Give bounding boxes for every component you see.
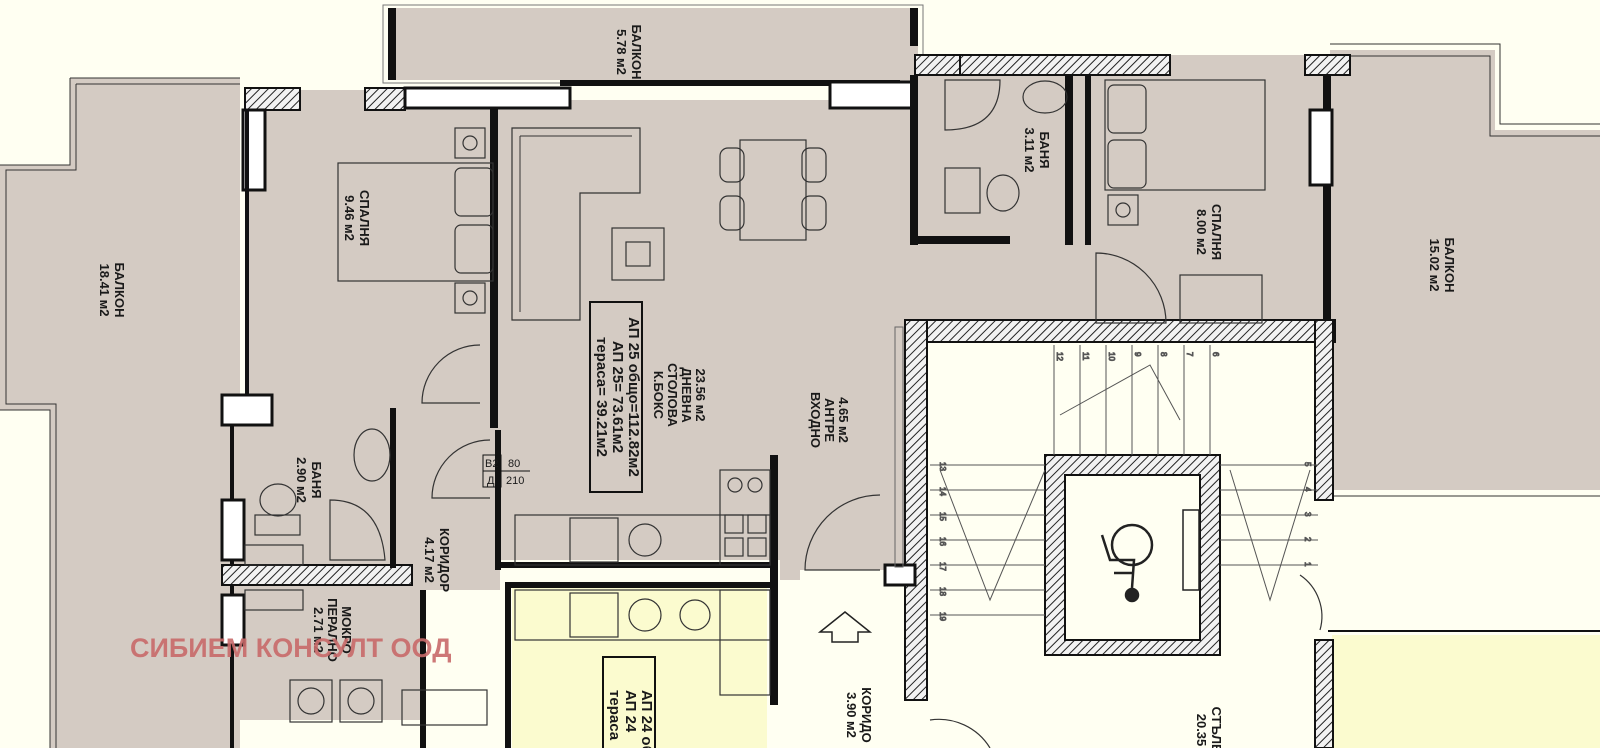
door-tag: В2 80 Д 210 bbox=[482, 454, 530, 488]
label-balcony-left: БАЛКОН 18.41 м2 bbox=[97, 263, 127, 318]
stair-step-number: 5 bbox=[1303, 462, 1312, 467]
label-balcony-top: БАЛКОН 5.78 м2 bbox=[614, 25, 644, 80]
label-living: К.БОКС СТОЛОВА ДНЕВНА 23.56 м2 bbox=[651, 363, 708, 427]
balcony-neighbor-bottom-right bbox=[1328, 630, 1600, 748]
label-entrance: ВХОДНО АНТРЕ 4.65 м2 bbox=[808, 392, 851, 448]
door-tag-code2: Д bbox=[487, 475, 495, 487]
laundry-line2: ПЕРАЛНО bbox=[325, 598, 340, 662]
balcony-top bbox=[382, 4, 924, 84]
label-bedroom-right: СПАЛНЯ 8.00 м2 bbox=[1194, 204, 1224, 260]
living-line1: К.БОКС bbox=[651, 371, 666, 420]
balcony-left bbox=[0, 77, 240, 748]
bathroom-left-area: 2.90 м2 bbox=[294, 457, 309, 503]
door-tag-dim2: 210 bbox=[506, 475, 524, 487]
corridor-bottom-area: 3.90 м2 bbox=[844, 692, 859, 738]
stair-step-number: 18 bbox=[938, 587, 947, 596]
label-corridor-bottom: КОРИДО 3.90 м2 bbox=[844, 687, 874, 742]
stair-step-number: 8 bbox=[1159, 352, 1168, 357]
apartment-25-summary: АП 25 общо=112.82м2 АП 25= 73.61м2 терас… bbox=[589, 301, 643, 493]
label-corridor: КОРИДОР 4.17 м2 bbox=[422, 528, 452, 592]
stair-step-number: 11 bbox=[1081, 352, 1090, 361]
label-balcony-right: БАЛКОН 15.02 м2 bbox=[1427, 238, 1457, 293]
stairwell-name: СТЪЛБ bbox=[1209, 707, 1224, 748]
stair-step-number: 2 bbox=[1303, 537, 1312, 542]
stair-direction-line bbox=[1059, 364, 1181, 421]
laundry-area: 2.71 м2 bbox=[311, 607, 326, 653]
entrance-line2: АНТРЕ bbox=[822, 398, 837, 442]
living-line3: ДНЕВНА bbox=[679, 367, 694, 423]
bathroom-top-area: 3.11 м2 bbox=[1022, 127, 1037, 172]
wheelchair-icon bbox=[1100, 523, 1154, 603]
stair-step-number: 4 bbox=[1303, 487, 1312, 492]
stairs: 6 7 8 9 10 11 12 13 14 15 16 17 18 19 5 4 3 2 1 bbox=[930, 345, 1318, 622]
entrance-area: 4.65 м2 bbox=[836, 397, 851, 443]
stair-direction-line bbox=[939, 469, 1046, 602]
stair-step-number: 19 bbox=[938, 612, 947, 621]
door-tag-dim1: 80 bbox=[508, 458, 520, 470]
corridor-bottom-name: КОРИДО bbox=[859, 687, 874, 742]
doors bbox=[421, 252, 1323, 748]
stair-step-number: 13 bbox=[938, 462, 947, 471]
corridor-name: КОРИДОР bbox=[437, 528, 452, 592]
balcony-top-area: 5.78 м2 bbox=[614, 29, 629, 75]
entry-arrow-icon bbox=[817, 611, 873, 643]
apartment-24-summary: АП 24 общо АП 24 тераса bbox=[602, 656, 656, 748]
stair-step-number: 17 bbox=[938, 562, 947, 571]
corridor-area: 4.17 м2 bbox=[422, 537, 437, 583]
balcony-right bbox=[1330, 43, 1600, 497]
stair-step-number: 16 bbox=[938, 537, 947, 546]
apartment-25-terrace: тераса= 39.21м2 bbox=[593, 337, 610, 457]
bathroom-top-name: БАНЯ bbox=[1037, 132, 1052, 169]
balcony-right-name: БАЛКОН bbox=[1442, 238, 1457, 293]
balcony-left-name: БАЛКОН bbox=[112, 263, 127, 318]
stair-step-number: 10 bbox=[1107, 352, 1116, 361]
apartment-24-area: АП 24 bbox=[622, 690, 639, 733]
label-bathroom-top: БАНЯ 3.11 м2 bbox=[1022, 127, 1052, 172]
apartment-24-total: АП 24 общо bbox=[638, 690, 655, 748]
label-bedroom-left: СПАЛНЯ 9.46 м2 bbox=[342, 190, 372, 246]
stair-step-number: 14 bbox=[938, 487, 947, 496]
balcony-top-name: БАЛКОН bbox=[629, 25, 644, 80]
furniture bbox=[244, 79, 1266, 726]
bedroom-right-area: 8.00 м2 bbox=[1194, 209, 1209, 255]
walls bbox=[220, 54, 1351, 748]
label-bathroom-left: БАНЯ 2.90 м2 bbox=[294, 457, 324, 503]
label-stairwell: СТЪЛБ 20.35 bbox=[1194, 707, 1224, 748]
stair-step-number: 1 bbox=[1303, 562, 1312, 567]
bedroom-left-area: 9.46 м2 bbox=[342, 195, 357, 241]
laundry-line1: МОКРО bbox=[339, 606, 354, 654]
bedroom-right-name: СПАЛНЯ bbox=[1209, 204, 1224, 260]
stair-step-number: 15 bbox=[938, 512, 947, 521]
bathroom-left-name: БАНЯ bbox=[309, 462, 324, 499]
entrance-line1: ВХОДНО bbox=[808, 392, 823, 448]
apartment-25-area: АП 25= 73.61м2 bbox=[609, 341, 626, 453]
stair-step-number: 6 bbox=[1211, 352, 1220, 357]
stair-step-number: 9 bbox=[1133, 352, 1142, 357]
apartment-25-total: АП 25 общо=112.82м2 bbox=[625, 317, 642, 477]
bedroom-left-name: СПАЛНЯ bbox=[357, 190, 372, 246]
label-laundry: МОКРО ПЕРАЛНО 2.71 м2 bbox=[311, 598, 354, 662]
apartment-24-terrace: тераса bbox=[606, 690, 623, 741]
stair-step-number: 7 bbox=[1185, 352, 1194, 357]
apartment-24-floor bbox=[512, 582, 767, 748]
living-area: 23.56 м2 bbox=[693, 369, 708, 422]
living-line2: СТОЛОВА bbox=[665, 363, 680, 427]
watermark: СИБИЕМ КОНСУЛТ ООД bbox=[130, 633, 451, 663]
stairwell-area: 20.35 bbox=[1194, 714, 1209, 747]
stair-direction-line bbox=[1229, 469, 1311, 602]
apartment-25-floor bbox=[230, 55, 1325, 720]
stair-step-number: 3 bbox=[1303, 512, 1312, 517]
door-tag-code1: В2 bbox=[485, 458, 498, 470]
balcony-right-area: 15.02 м2 bbox=[1427, 239, 1442, 292]
balcony-left-area: 18.41 м2 bbox=[97, 264, 112, 317]
stair-step-number: 12 bbox=[1055, 352, 1064, 361]
